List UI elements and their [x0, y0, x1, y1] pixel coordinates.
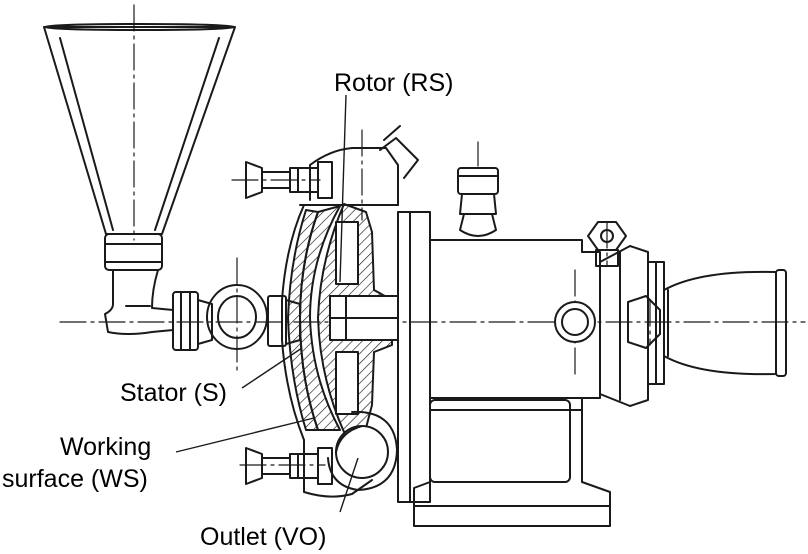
side-grease-nipple	[587, 221, 627, 267]
inlet-ring-nut	[206, 284, 301, 350]
leader-working-surface	[175, 417, 315, 453]
bearing-body	[429, 239, 601, 411]
stator-ring	[299, 205, 341, 431]
outlet-volute	[327, 410, 398, 491]
lower-clamp-bolt	[245, 447, 333, 485]
leader-lines	[175, 94, 359, 513]
label-outlet: Outlet (VO)	[200, 523, 327, 551]
shaft-nut	[627, 295, 661, 349]
mill-housing	[281, 125, 419, 498]
label-stator: Stator (S)	[120, 379, 227, 407]
label-working-surface-line1: Working	[60, 433, 152, 461]
grease-cup	[457, 141, 499, 237]
leader-stator	[241, 347, 303, 389]
coupling	[663, 269, 787, 377]
leader-rotor	[339, 94, 347, 283]
leader-outlet	[339, 457, 359, 513]
inlet-elbow	[104, 269, 213, 351]
drive-end-housing	[599, 245, 665, 407]
rotor-hub	[329, 221, 399, 415]
label-rotor: Rotor (RS)	[334, 69, 454, 97]
upper-clamp-bolt	[245, 161, 333, 199]
pedestal-base	[413, 397, 611, 527]
label-working-surface-line2: surface (WS)	[2, 465, 148, 493]
oil-sight-glass	[554, 301, 596, 343]
hopper-funnel	[43, 23, 236, 271]
main-flange	[397, 211, 431, 503]
